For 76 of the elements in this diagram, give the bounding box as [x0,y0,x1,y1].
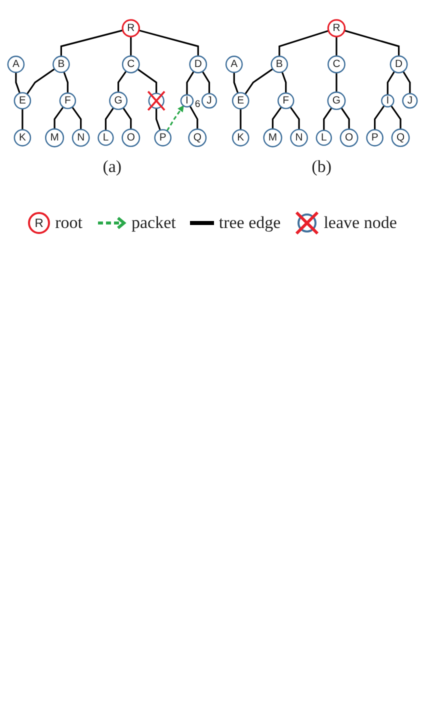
arrow [166,105,184,132]
node-circle: G [109,92,128,110]
connector [137,68,158,94]
node-circle: A [225,56,243,74]
connector [118,70,127,92]
node-circle: C [328,55,346,74]
node-circle: K [232,129,250,146]
connector [340,107,350,130]
connector [26,68,56,95]
node-circle: M [263,128,282,148]
legend-label: root [55,212,83,233]
connector [63,72,69,94]
connector [336,72,338,92]
connector [244,68,274,95]
connector [272,106,282,129]
node-circle: I [381,94,394,108]
connector [281,72,287,94]
connector [290,106,300,130]
node-circle: P [154,129,172,146]
node-circle: G [327,92,346,110]
node-circle: O [340,128,358,148]
node-circle: D [189,55,208,74]
connector [336,36,338,56]
node-circle: L [98,130,114,146]
legend-label: leave node [324,212,397,233]
node-circle: B [270,56,288,74]
node-circle: B [52,56,70,74]
connector [374,105,385,130]
node-circle: J [402,93,418,109]
connector [122,107,132,130]
legend-label: packet [132,212,176,233]
node-circle: Q [188,128,207,148]
connector [402,71,411,94]
connector [72,106,82,130]
connector [344,30,400,56]
node-circle: F [277,92,294,110]
connector [156,108,161,130]
connector [54,106,64,129]
node-circle: I [180,94,194,108]
node-circle: M [45,128,64,148]
connector [104,107,114,130]
node-circle: E [232,92,250,110]
connector [138,30,199,56]
node-circle: P [366,129,384,146]
node-circle: J [201,93,218,109]
node-circle: E [14,92,32,110]
connector [189,106,198,130]
node-circle: R [327,19,346,38]
connector [60,30,124,56]
node-circle: N [290,128,308,147]
node-circle: L [316,130,332,146]
node-circle: Q [391,128,410,148]
node-circle: R [122,19,140,38]
connector [386,71,396,95]
connector [202,71,210,94]
connector [323,107,332,130]
node-circle: C [122,55,140,74]
connector [186,71,194,95]
connector [130,36,132,56]
subfigure-caption: (b) [312,156,332,177]
subfigure-caption: (a) [102,156,122,177]
node-circle: D [390,55,408,74]
node-circle: K [14,129,32,146]
connector [278,30,329,56]
node-circle: O [122,128,140,148]
node-circle: A [7,56,25,74]
legend-label: tree edge [218,212,281,233]
root-node-marker: R [28,212,50,234]
node-circle: N [72,128,90,147]
connector [240,108,242,130]
node-circle: F [59,92,76,110]
connector [15,72,21,94]
connector [22,108,24,130]
side-label: 6 [194,98,200,110]
connector [390,105,402,130]
connector [233,72,239,94]
